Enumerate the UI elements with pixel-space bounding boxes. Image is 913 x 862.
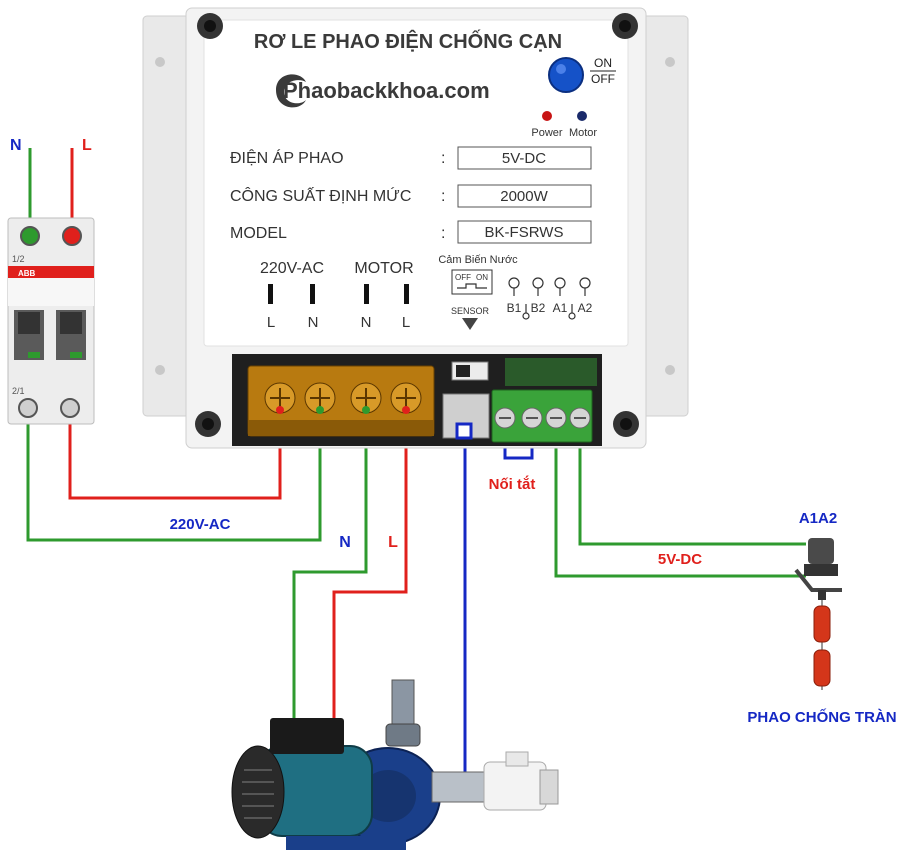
label-ac-wire: 220V-AC	[170, 516, 231, 533]
motor-led-icon	[577, 111, 587, 121]
power-button[interactable]	[548, 57, 584, 93]
spec-sep: :	[441, 225, 445, 242]
label-dc-wire: 5V-DC	[658, 551, 702, 568]
b1-label: B1	[507, 301, 522, 315]
switch-on-label: ON	[594, 56, 612, 70]
a2-label: A2	[578, 301, 593, 315]
terminal-markers	[268, 284, 409, 304]
float-terminal-symbols	[508, 277, 591, 320]
float-terminal-block	[491, 389, 593, 443]
sensor-label: SENSOR	[451, 306, 490, 316]
label-n-pump: N	[339, 534, 351, 551]
float-switch	[794, 538, 842, 690]
screw-icon	[195, 13, 639, 437]
spec-sep: :	[441, 188, 445, 205]
spec-label: MODEL	[230, 225, 287, 242]
circuit-breaker	[7, 217, 95, 425]
terminal-letter: L	[402, 314, 410, 331]
sensor-title: Cảm Biến Nước	[438, 254, 518, 266]
led-power-label: Power	[531, 127, 563, 139]
terminal-letter: N	[361, 314, 372, 331]
wire-dc-a2	[578, 418, 806, 546]
label-float-name: A1A2	[799, 510, 837, 527]
sensor-off-label: OFF	[455, 273, 471, 282]
spec-label: CÔNG SUẤT ĐỊNH MỨC	[230, 186, 411, 205]
wire-l-to-relay	[68, 408, 282, 500]
spec-label: ĐIỆN ÁP PHAO	[230, 148, 344, 167]
label-float-caption: PHAO CHỐNG TRÀN	[747, 708, 896, 726]
terminal-letter: N	[308, 314, 319, 331]
sensor-on-label: ON	[476, 273, 488, 282]
breaker-brand: ABB	[18, 269, 36, 278]
spec-table: ĐIỆN ÁP PHAO : 5V-DC CÔNG SUẤT ĐỊNH MỨC …	[230, 146, 592, 244]
ac-group-label: 220V-AC	[260, 260, 324, 277]
water-pump	[231, 679, 493, 850]
breaker-bottom-pole: 2/1	[12, 386, 25, 396]
breaker-top-pole: 1/2	[12, 254, 25, 264]
terminal-letter: L	[267, 314, 275, 331]
label-n-top: N	[10, 137, 22, 154]
wire-dc-a1	[554, 418, 806, 578]
spec-value: 5V-DC	[502, 150, 546, 167]
brand-text: Phaobackkhoa.com	[283, 78, 490, 103]
power-led-icon	[542, 111, 552, 121]
power-terminal-block	[247, 365, 435, 437]
label-l-pump: L	[388, 534, 398, 551]
a1-label: A1	[553, 301, 568, 315]
arrow-down-icon	[462, 318, 478, 330]
wire-motor-n	[292, 408, 368, 722]
terminal-screw-icon	[264, 382, 422, 414]
device-title: RƠ LE PHAO ĐIỆN CHỐNG CẠN	[254, 29, 562, 53]
b2-label: B2	[531, 301, 546, 315]
switch-off-label: OFF	[591, 72, 615, 86]
spec-value: 2000W	[500, 188, 548, 205]
label-jumper: Nối tắt	[489, 475, 536, 493]
wire-motor-l	[332, 408, 408, 722]
spec-sep: :	[441, 150, 445, 167]
wires	[26, 148, 806, 794]
wire-n-to-relay	[26, 408, 322, 542]
label-l-top: L	[82, 137, 92, 154]
sensor-switch-diagram	[451, 269, 493, 295]
motor-group-label: MOTOR	[354, 260, 413, 277]
spec-value: BK-FSRWS	[485, 224, 564, 241]
brand-logo: Phaobackkhoa.com	[276, 74, 490, 108]
led-motor-label: Motor	[569, 127, 597, 139]
flow-sensor	[483, 751, 559, 811]
